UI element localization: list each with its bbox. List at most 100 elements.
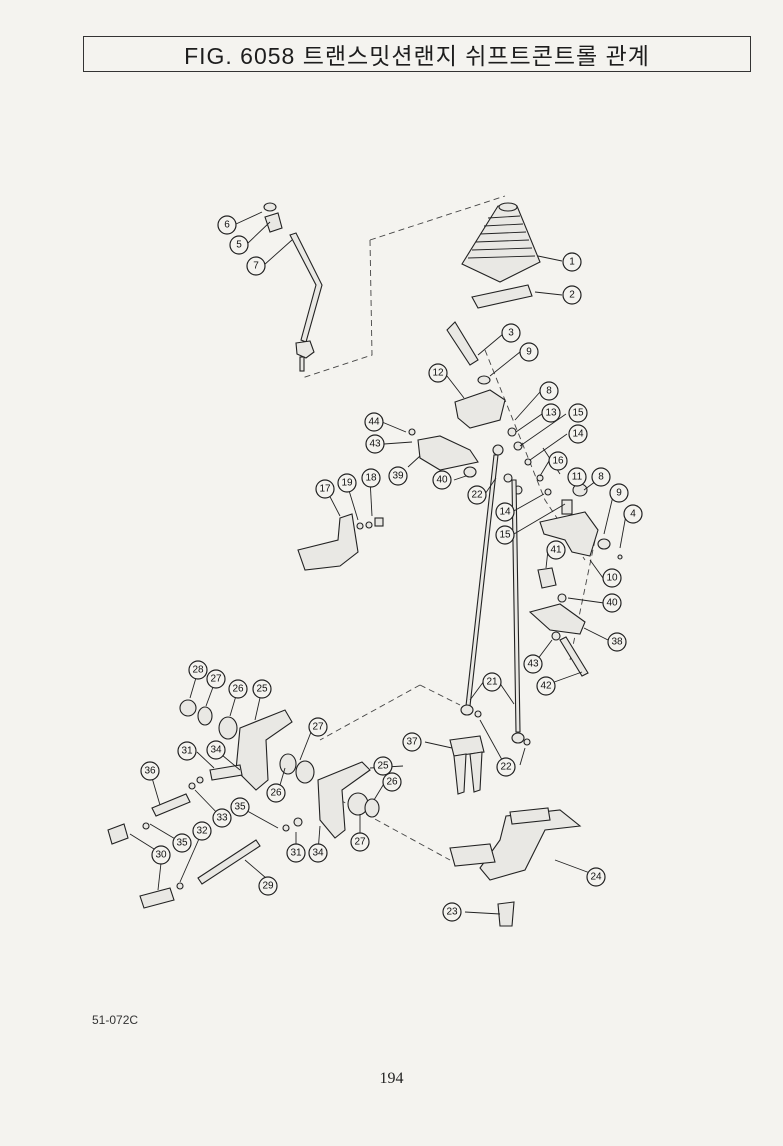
svg-text:35: 35 bbox=[176, 838, 188, 849]
callout-43: 43 bbox=[523, 654, 543, 674]
callout-26: 26 bbox=[266, 783, 286, 803]
callout-25: 25 bbox=[373, 756, 393, 776]
callout-23: 23 bbox=[442, 902, 462, 922]
svg-text:13: 13 bbox=[545, 408, 557, 419]
callout-12: 12 bbox=[428, 363, 448, 383]
callout-36: 36 bbox=[140, 761, 160, 781]
svg-text:37: 37 bbox=[406, 737, 418, 748]
svg-text:8: 8 bbox=[546, 386, 552, 397]
shift-rods bbox=[460, 454, 531, 746]
svg-text:14: 14 bbox=[499, 507, 511, 518]
svg-text:27: 27 bbox=[210, 674, 222, 685]
callout-10: 10 bbox=[602, 568, 622, 588]
callout-22: 22 bbox=[496, 757, 516, 777]
svg-text:8: 8 bbox=[598, 472, 604, 483]
callout-26: 26 bbox=[228, 679, 248, 699]
figure-reference-code: 51-072C bbox=[92, 1013, 139, 1027]
svg-text:41: 41 bbox=[550, 545, 562, 556]
callout-39: 39 bbox=[388, 466, 408, 486]
callout-11: 11 bbox=[567, 467, 587, 487]
svg-text:9: 9 bbox=[616, 488, 622, 499]
callout-35: 35 bbox=[172, 833, 192, 853]
callout-30: 30 bbox=[151, 845, 171, 865]
svg-text:3: 3 bbox=[508, 328, 514, 339]
svg-text:40: 40 bbox=[606, 598, 618, 609]
callout-26: 26 bbox=[382, 772, 402, 792]
svg-text:42: 42 bbox=[540, 681, 552, 692]
callout-4: 4 bbox=[623, 504, 643, 524]
callout-24: 24 bbox=[586, 867, 606, 887]
svg-text:16: 16 bbox=[552, 456, 564, 467]
lower-arm bbox=[528, 603, 589, 677]
svg-text:12: 12 bbox=[432, 368, 444, 379]
svg-text:38: 38 bbox=[611, 637, 623, 648]
svg-text:32: 32 bbox=[196, 826, 208, 837]
svg-text:27: 27 bbox=[354, 837, 366, 848]
shift-lever bbox=[263, 202, 323, 372]
svg-text:1: 1 bbox=[569, 257, 575, 268]
svg-text:40: 40 bbox=[436, 475, 448, 486]
dampers bbox=[449, 735, 485, 795]
callout-16: 16 bbox=[548, 451, 568, 471]
svg-text:33: 33 bbox=[216, 813, 228, 824]
svg-text:15: 15 bbox=[499, 530, 511, 541]
callout-34: 34 bbox=[308, 843, 328, 863]
bolt-3 bbox=[446, 321, 491, 385]
svg-text:5: 5 bbox=[236, 240, 242, 251]
svg-text:22: 22 bbox=[471, 490, 483, 501]
svg-text:31: 31 bbox=[181, 746, 193, 757]
callout-33: 33 bbox=[212, 808, 232, 828]
callout-35: 35 bbox=[230, 797, 250, 817]
callout-22: 22 bbox=[467, 485, 487, 505]
callout-28: 28 bbox=[188, 660, 208, 680]
svg-text:43: 43 bbox=[369, 439, 381, 450]
svg-text:34: 34 bbox=[210, 745, 222, 756]
callout-25: 25 bbox=[252, 679, 272, 699]
callout-7: 7 bbox=[246, 256, 266, 276]
callout-8: 8 bbox=[539, 381, 559, 401]
svg-text:25: 25 bbox=[377, 761, 389, 772]
callout-31: 31 bbox=[177, 741, 197, 761]
svg-text:26: 26 bbox=[386, 777, 398, 788]
callout-40: 40 bbox=[432, 470, 452, 490]
callout-9: 9 bbox=[609, 483, 629, 503]
callout-38: 38 bbox=[607, 632, 627, 652]
svg-text:35: 35 bbox=[234, 802, 246, 813]
page-number: 194 bbox=[379, 1070, 404, 1087]
callout-42: 42 bbox=[536, 676, 556, 696]
callout-27: 27 bbox=[206, 669, 226, 689]
mounting-bracket bbox=[449, 807, 582, 927]
callout-40: 40 bbox=[602, 593, 622, 613]
callout-27: 27 bbox=[308, 717, 328, 737]
svg-text:10: 10 bbox=[606, 573, 618, 584]
callout-34: 34 bbox=[206, 740, 226, 760]
svg-text:34: 34 bbox=[312, 848, 324, 859]
svg-text:21: 21 bbox=[486, 677, 498, 688]
svg-text:27: 27 bbox=[312, 722, 324, 733]
svg-text:14: 14 bbox=[572, 429, 584, 440]
callout-14: 14 bbox=[495, 502, 515, 522]
svg-text:18: 18 bbox=[365, 473, 377, 484]
svg-text:22: 22 bbox=[500, 762, 512, 773]
svg-text:24: 24 bbox=[590, 872, 602, 883]
svg-text:26: 26 bbox=[232, 684, 244, 695]
callout-9: 9 bbox=[519, 342, 539, 362]
figure-title: FIG. 6058 트랜스밋션랜지 쉬프트콘트롤 관계 bbox=[83, 36, 751, 72]
svg-text:36: 36 bbox=[144, 766, 156, 777]
svg-text:9: 9 bbox=[526, 347, 532, 358]
left-bracket bbox=[297, 513, 384, 571]
callout-15: 15 bbox=[495, 525, 515, 545]
svg-text:4: 4 bbox=[630, 509, 636, 520]
svg-text:39: 39 bbox=[392, 471, 404, 482]
callout-18: 18 bbox=[361, 468, 381, 488]
callout-37: 37 bbox=[402, 732, 422, 752]
callout-2: 2 bbox=[562, 285, 582, 305]
svg-text:11: 11 bbox=[572, 472, 583, 483]
leader-lines bbox=[129, 211, 627, 915]
callout-3: 3 bbox=[501, 323, 521, 343]
left-lever-assembly bbox=[107, 699, 380, 909]
callout-15: 15 bbox=[568, 403, 588, 423]
svg-text:29: 29 bbox=[262, 881, 274, 892]
svg-text:25: 25 bbox=[256, 684, 268, 695]
